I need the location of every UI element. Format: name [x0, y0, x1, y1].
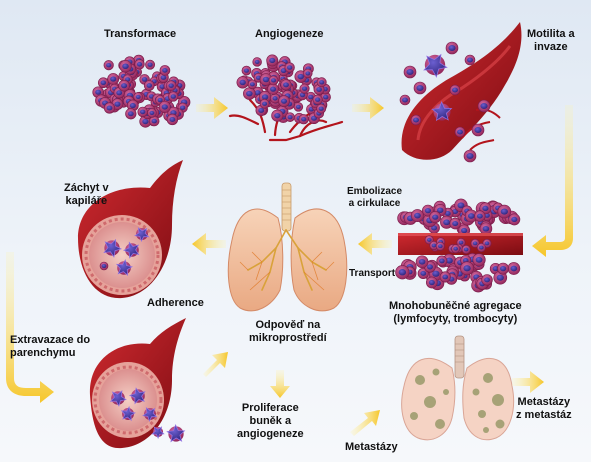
label-aggregation: Mnohobuněčné agregace (lymfocyty, trombo…	[389, 300, 522, 326]
label-metastases: Metastázy	[345, 441, 398, 454]
central-lungs	[228, 183, 346, 311]
label-capture: Záchyt v kapiláře	[64, 182, 109, 208]
label-adherence: Adherence	[147, 297, 204, 310]
aggregation-cell-mass	[398, 199, 520, 236]
label-motility: Motilita a invaze	[527, 28, 575, 54]
label-metastases-of-metastases: Metastázy z metastáz	[516, 396, 572, 422]
label-response: Odpověď na mikroprostředí	[249, 319, 327, 345]
label-angiogenesis: Angiogeneze	[255, 28, 323, 41]
label-proliferation: Proliferace buněk a angiogeneze	[237, 402, 304, 441]
capillary-capture	[78, 160, 183, 298]
angiogenesis-cell-mass	[237, 55, 331, 124]
label-transport: Transport	[349, 268, 395, 280]
aggregation-cell-mass-lower	[396, 253, 520, 292]
label-transformation: Transformace	[104, 28, 176, 41]
label-embolization: Embolizace a cirkulace	[347, 186, 402, 210]
transformation-cell-mass	[93, 55, 190, 127]
aggregation-vessel	[398, 233, 523, 255]
label-extravasation: Extravazace do parenchymu	[10, 334, 90, 360]
metastatic-lungs	[402, 336, 514, 440]
